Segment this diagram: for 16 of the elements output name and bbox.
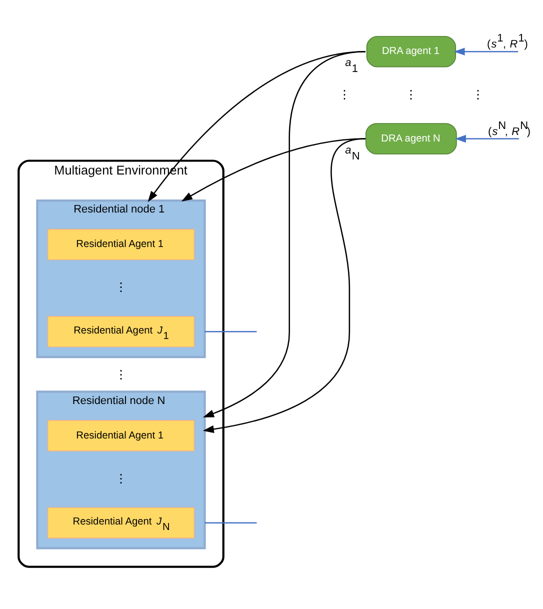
node-box: DRA agent N <box>366 122 457 154</box>
node-box: Residential Agent 1 <box>47 228 195 260</box>
label: ⋮ <box>115 366 127 381</box>
label: ⋮ <box>472 86 484 101</box>
label: ⋮ <box>115 280 127 294</box>
label: ⋮ <box>405 86 418 101</box>
label: ⋮ <box>338 86 350 101</box>
label: ⋮ <box>115 470 127 485</box>
node-box: Residential Agent 1 <box>47 420 195 451</box>
arrow <box>454 134 519 142</box>
arrow <box>202 138 366 432</box>
node-box: DRA agent 1 <box>366 35 456 67</box>
arrow <box>454 47 518 55</box>
connector <box>204 330 257 332</box>
connector <box>204 522 257 523</box>
arrow <box>202 50 366 417</box>
